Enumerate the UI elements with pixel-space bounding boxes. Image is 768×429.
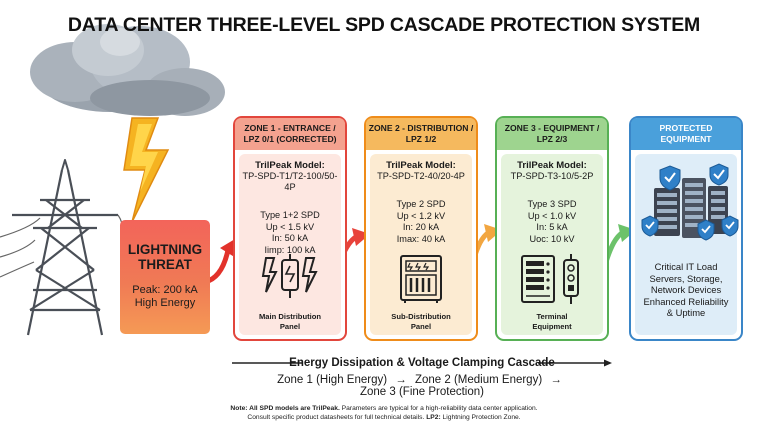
zone-specs: Type 2 SPD Up < 1.2 kV In: 20 kA Imax: 4… — [370, 199, 472, 245]
protected-line: Network Devices — [650, 284, 722, 295]
distribution-panel-icon — [370, 254, 472, 304]
threat-details: Peak: 200 kA High Energy — [120, 284, 210, 310]
threat-title-line2: THREAT — [138, 257, 192, 272]
protected-line: Enhanced Reliability — [643, 295, 729, 307]
protected-line: & Uptime — [666, 307, 706, 318]
spec-line: Type 1+2 SPD — [260, 210, 320, 220]
spd-device-icon — [239, 254, 341, 304]
spec-line: Iimp: 100 kA — [264, 244, 316, 255]
zone-header: ZONE 1 - ENTRANCE / LPZ 0/1 (CORRECTED) — [235, 118, 345, 150]
zone-header-line2: LPZ 0/1 (CORRECTED) — [243, 134, 337, 144]
footnote-line2: Consult specific product datasheets for … — [0, 414, 768, 423]
location-line2: Equipment — [532, 321, 572, 331]
model-label: TrilPeak Model: — [517, 160, 587, 171]
footnote-line1: Note: All SPD models are TrilPeak. Param… — [0, 405, 768, 414]
zone-header-line2: LPZ 2/3 — [536, 134, 568, 144]
zone-location-label: Sub-Distribution Panel — [370, 312, 472, 331]
note-text: Lightning Protection Zone. — [440, 413, 521, 421]
zone-specs: Type 3 SPD Up < 1.0 kV In: 5 kA Uoc: 10 … — [501, 199, 603, 245]
cascade-stage-2: Zone 2 (Medium Energy) — [414, 374, 543, 386]
threat-energy: High Energy — [134, 297, 196, 309]
note-bold: LP2: — [426, 413, 441, 421]
zone-header-line1: ZONE 2 - DISTRIBUTION / — [368, 123, 474, 133]
spec-line: Up < 1.2 kV — [396, 210, 446, 221]
spec-line: Type 3 SPD — [527, 199, 577, 209]
model-number: TP-SPD-T3-10/5-2P — [510, 171, 594, 181]
lightning-bolt-icon — [123, 117, 170, 223]
spec-line: In: 5 kA — [536, 222, 568, 232]
spec-line: Up < 1.0 kV — [527, 210, 577, 221]
location-line1: Terminal — [536, 312, 568, 321]
model-label: TrilPeak Model: — [386, 160, 456, 171]
zone-3-card: ZONE 3 - EQUIPMENT / LPZ 2/3 TrilPeak Mo… — [495, 116, 609, 341]
spec-line: Imax: 40 kA — [396, 233, 446, 244]
zone-specs: Type 1+2 SPD Up < 1.5 kV In: 50 kA Iimp:… — [239, 210, 341, 256]
zone-header: ZONE 3 - EQUIPMENT / LPZ 2/3 — [497, 118, 607, 150]
arrow-right-icon: → — [550, 374, 562, 386]
zone-body: TrilPeak Model: TP-SPD-T3-10/5-2P Type 3… — [501, 154, 603, 335]
zone-body: TrilPeak Model: TP-SPD-T1/T2-100/50-4P T… — [239, 154, 341, 335]
cascade-stages: Zone 1 (High Energy) → Zone 2 (Medium En… — [232, 374, 612, 398]
transmission-tower-icon — [0, 159, 124, 336]
cascade-stage-1: Zone 1 (High Energy) — [277, 374, 388, 386]
spec-line: In: 50 kA — [271, 233, 309, 243]
protected-header-line1: PROTECTED — [659, 123, 713, 133]
spec-line: In: 20 kA — [402, 222, 440, 232]
model-label: TrilPeak Model: — [255, 160, 325, 171]
storm-cloud-icon — [30, 24, 225, 116]
terminal-equipment-icon — [501, 254, 603, 304]
threat-peak: Peak: 200 kA — [132, 284, 198, 296]
spec-line: Type 2 SPD — [396, 199, 446, 209]
note-bold: Note: All SPD models are TrilPeak. — [230, 405, 340, 412]
page-title: DATA CENTER THREE-LEVEL SPD CASCADE PROT… — [67, 14, 701, 36]
protected-header: PROTECTED EQUIPMENT — [631, 118, 741, 150]
location-line1: Main Distribution — [258, 312, 321, 321]
zone-header-line2: LPZ 1/2 — [405, 134, 437, 144]
cascade-title: Energy Dissipation & Voltage Clamping Ca… — [289, 357, 555, 369]
zone-1-card: ZONE 1 - ENTRANCE / LPZ 0/1 (CORRECTED) … — [233, 116, 347, 341]
zone-header-line1: ZONE 1 - ENTRANCE / — [244, 123, 336, 133]
zone-header: ZONE 2 - DISTRIBUTION / LPZ 1/2 — [366, 118, 476, 150]
server-rack-shield-icon — [641, 163, 739, 241]
zone-location-label: Terminal Equipment — [501, 312, 603, 331]
zone-header-line1: ZONE 3 - EQUIPMENT / — [504, 123, 600, 133]
arrow-right-icon: → — [395, 374, 407, 386]
note-text: Consult specific product datasheets for … — [247, 413, 427, 421]
lightning-threat-box: LIGHTNING THREAT Peak: 200 kA High Energ… — [120, 220, 210, 334]
protected-description: Critical IT Load Servers, Storage, Netwo… — [635, 261, 737, 319]
zone-model: TrilPeak Model: TP-SPD-T1/T2-100/50-4P — [239, 160, 341, 193]
note-text: Parameters are typical for a high-reliab… — [339, 405, 538, 412]
protected-header-line2: EQUIPMENT — [660, 134, 712, 144]
spec-line: Uoc: 10 kV — [529, 233, 575, 244]
zone-body: TrilPeak Model: TP-SPD-T2-40/20-4P Type … — [370, 154, 472, 335]
zone-location-label: Main Distribution Panel — [239, 312, 341, 331]
spec-line: Up < 1.5 kV — [265, 221, 315, 232]
location-line1: Sub-Distribution — [391, 312, 451, 321]
location-line2: Panel — [279, 321, 301, 331]
zone-2-card: ZONE 2 - DISTRIBUTION / LPZ 1/2 TrilPeak… — [364, 116, 478, 341]
cascade-arrow-line — [232, 359, 612, 367]
protected-line: Critical IT Load — [654, 261, 718, 272]
threat-title-line1: LIGHTNING — [127, 242, 203, 257]
protected-line: Servers, Storage, — [649, 272, 723, 284]
zone-model: TrilPeak Model: TP-SPD-T2-40/20-4P — [370, 160, 472, 182]
footnote: Note: All SPD models are TrilPeak. Param… — [0, 405, 768, 422]
model-number: TP-SPD-T2-40/20-4P — [377, 171, 465, 181]
model-number: TP-SPD-T1/T2-100/50-4P — [242, 171, 338, 192]
protected-body: Critical IT Load Servers, Storage, Netwo… — [635, 154, 739, 335]
location-line2: Panel — [410, 321, 432, 331]
zone-model: TrilPeak Model: TP-SPD-T3-10/5-2P — [501, 160, 603, 182]
threat-title: LIGHTNING THREAT — [120, 242, 210, 272]
cascade-stage-3: Zone 3 (Fine Protection) — [359, 386, 484, 399]
protected-equipment-card: PROTECTED EQUIPMENT — [629, 116, 743, 341]
